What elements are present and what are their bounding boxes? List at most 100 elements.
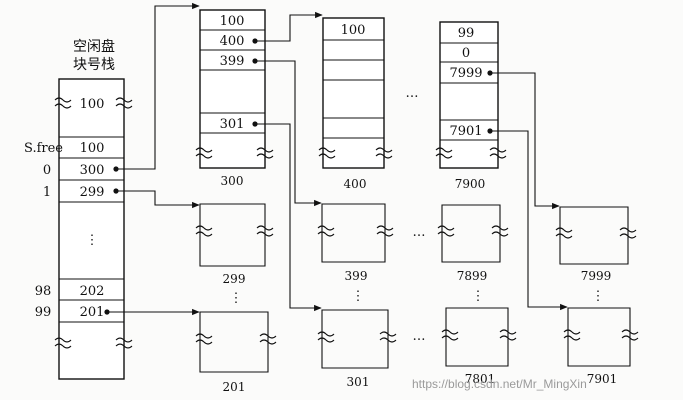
break-mark — [317, 337, 335, 343]
stack-index: 98 — [35, 284, 52, 299]
break-mark — [375, 147, 393, 153]
break-mark — [441, 329, 459, 335]
break-mark — [491, 225, 509, 231]
block-caption: 399 — [345, 269, 368, 283]
group-block-300: 100 400 399 301 300 — [195, 9, 274, 188]
arrow-399 — [255, 60, 322, 207]
arrow-299 — [116, 190, 200, 209]
break-mark — [441, 335, 459, 341]
break-mark — [195, 333, 213, 339]
break-mark — [195, 147, 213, 153]
break-mark — [115, 103, 133, 109]
block-caption: 299 — [223, 272, 246, 286]
ellipsis: … — [406, 86, 419, 101]
break-mark — [54, 97, 72, 103]
block-outline — [199, 203, 266, 267]
break-mark — [259, 333, 277, 339]
break-mark — [555, 227, 573, 233]
break-mark — [317, 331, 335, 337]
group-caption: 7900 — [455, 177, 486, 191]
break-mark — [318, 147, 336, 153]
break-mark — [435, 153, 453, 159]
block-7801: 7801 — [441, 307, 517, 386]
vdots: ⋮ — [472, 289, 485, 304]
block-caption: 7801 — [465, 372, 496, 386]
break-mark — [379, 337, 397, 343]
block-201: 201 — [195, 311, 277, 394]
group-caption: 300 — [221, 174, 244, 188]
stack-column — [58, 78, 125, 380]
group-block-400: 100 400 — [318, 17, 393, 191]
group-caption: 400 — [344, 177, 367, 191]
break-mark — [318, 153, 336, 159]
break-mark — [115, 337, 133, 343]
stack-top-value: 100 — [80, 97, 105, 112]
break-mark — [256, 147, 274, 153]
arrow-7999 — [490, 72, 560, 210]
ellipsis: … — [413, 225, 426, 240]
block-outline — [445, 307, 509, 367]
arrow-400 — [255, 11, 323, 42]
arrow-300 — [116, 2, 200, 170]
block-7999: 7999 — [555, 206, 637, 283]
break-mark — [54, 343, 72, 349]
break-mark — [195, 225, 213, 231]
group-cell-value: 400 — [220, 34, 245, 49]
group-column — [439, 21, 499, 169]
break-mark — [491, 231, 509, 237]
break-mark — [376, 225, 394, 231]
vdots: ⋮ — [230, 291, 243, 306]
block-caption: 7999 — [581, 269, 612, 283]
stack-cell-value: 300 — [80, 163, 105, 178]
break-mark — [619, 227, 637, 233]
break-mark — [499, 329, 517, 335]
group-cell-value: 301 — [220, 117, 245, 132]
break-mark — [317, 225, 335, 231]
arrow-7901 — [490, 130, 568, 311]
block-caption: 7901 — [587, 372, 618, 386]
block-399: 399 — [317, 203, 394, 283]
break-mark — [376, 231, 394, 237]
break-mark — [489, 147, 507, 153]
group-cell-value: 7901 — [449, 124, 482, 139]
sfree-label: S.free — [24, 141, 63, 156]
stack-cell-value: 100 — [80, 141, 105, 156]
stack-index: 1 — [43, 185, 51, 200]
break-mark — [317, 231, 335, 237]
break-mark — [555, 233, 573, 239]
stack-cell-value: 201 — [80, 305, 105, 320]
group-cell-value: 0 — [462, 46, 470, 61]
break-mark — [619, 233, 637, 239]
group-column — [322, 17, 385, 169]
stack-cell-vdots: ⋮ — [86, 233, 99, 248]
stack-cell-value: 202 — [80, 284, 105, 299]
stack-cell-value: 299 — [80, 185, 105, 200]
block-outline — [559, 206, 629, 265]
break-mark — [437, 225, 455, 231]
vdots: ⋮ — [592, 289, 605, 304]
break-mark — [256, 231, 274, 237]
break-mark — [195, 153, 213, 159]
break-mark — [621, 329, 639, 335]
block-outline — [321, 309, 389, 369]
block-outline — [567, 307, 631, 367]
break-mark — [563, 329, 581, 335]
free-block-stack: 空闲盘 块号栈 100 100 300 299 ⋮ 202 201 S.free… — [24, 38, 133, 380]
break-mark — [195, 231, 213, 237]
stack-title-line2: 块号栈 — [73, 57, 115, 73]
group-block-7900: 99 0 7999 7901 7900 — [435, 21, 507, 191]
break-mark — [256, 153, 274, 159]
break-mark — [256, 225, 274, 231]
break-mark — [563, 335, 581, 341]
block-outline — [321, 203, 386, 263]
group-cell-value: 100 — [341, 23, 366, 38]
block-outline — [441, 204, 501, 263]
break-mark — [489, 153, 507, 159]
block-299: 299 — [195, 203, 274, 286]
group-column — [199, 9, 266, 169]
block-7901: 7901 — [563, 307, 639, 386]
break-mark — [499, 335, 517, 341]
block-7899: 7899 — [437, 204, 509, 283]
break-mark — [54, 103, 72, 109]
